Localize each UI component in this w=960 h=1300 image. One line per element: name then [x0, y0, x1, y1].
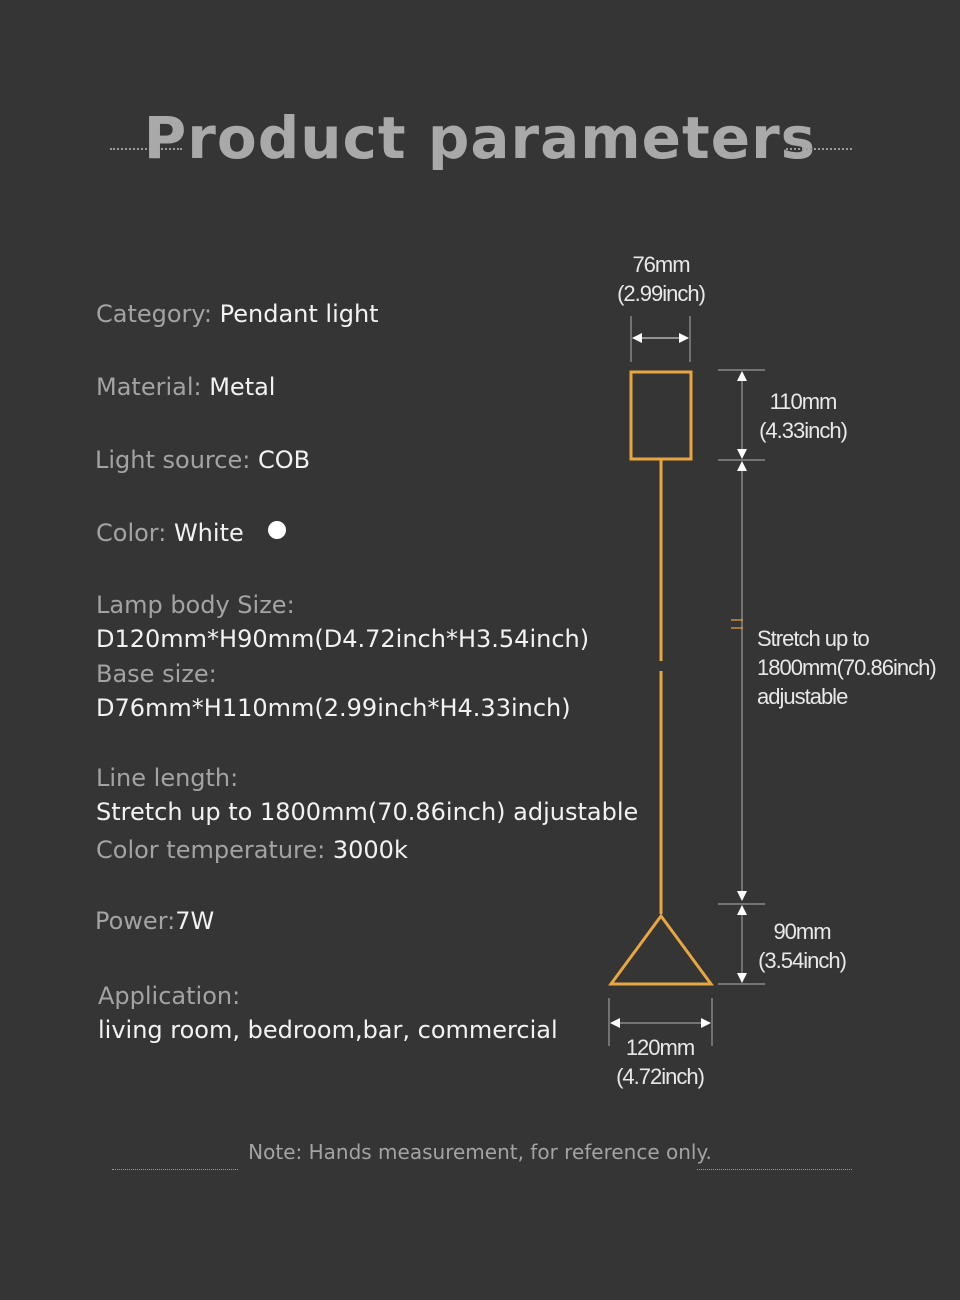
- spec-label: Color temperature:: [96, 836, 333, 864]
- spec-label: Power:: [95, 907, 176, 935]
- spec-label: Category:: [96, 300, 220, 328]
- footnote: Note: Hands measurement, for reference o…: [248, 1140, 712, 1164]
- spec-label: Material:: [96, 373, 210, 401]
- spec-light-source: Light source: COB: [95, 446, 310, 474]
- spec-label: Color:: [96, 519, 174, 547]
- base-height-inch: (4.33inch): [759, 418, 847, 443]
- spec-material: Material: Metal: [96, 373, 275, 401]
- spec-value: 7W: [175, 907, 215, 935]
- page-title: Product parameters: [143, 104, 817, 172]
- line-length-text: 1800mm(70.86inch): [757, 655, 936, 680]
- base-width-inch: (2.99inch): [617, 281, 705, 306]
- shade-width-inch: (4.72inch): [616, 1064, 704, 1089]
- spec-label: Base size:: [96, 660, 217, 688]
- spec-value: D120mm*H90mm(D4.72inch*H3.54inch): [96, 625, 590, 653]
- spec-value: White: [173, 519, 244, 547]
- base-canopy-shape: [629, 370, 693, 461]
- spec-value: COB: [257, 446, 311, 474]
- base-width-mm: 76mm: [632, 252, 689, 277]
- spec-value: D76mm*H110mm(2.99inch*H4.33inch): [96, 694, 571, 722]
- spec-value: 3000k: [332, 836, 408, 864]
- base-height-mm: 110mm: [770, 389, 837, 414]
- spec-label: Light source:: [95, 446, 258, 474]
- line-length-text: adjustable: [757, 684, 848, 709]
- spec-lamp-body-size: Lamp body Size: D120mm*H90mm(D4.72inch*H3…: [96, 591, 589, 653]
- shade-width-mm: 120mm: [626, 1035, 694, 1060]
- shade-height-mm: 90mm: [773, 919, 830, 944]
- line-length-text: Stretch up to: [757, 626, 870, 651]
- spec-value: Pendant light: [219, 300, 379, 328]
- spec-label: Lamp body Size:: [96, 591, 295, 619]
- note-divider-left: [112, 1169, 238, 1170]
- spec-value: living room, bedroom,bar, commercial: [98, 1016, 558, 1044]
- note-divider-right: [697, 1169, 852, 1170]
- spec-color: Color: White: [96, 519, 286, 547]
- color-swatch: [267, 521, 286, 539]
- spec-power: Power:7W: [95, 907, 214, 935]
- shade-height-inch: (3.54inch): [758, 948, 846, 973]
- spec-value: Metal: [209, 373, 276, 401]
- spec-line-length: Line length: Stretch up to 1800mm(70.86in…: [96, 764, 638, 826]
- spec-value: Stretch up to 1800mm(70.86inch) adjustab…: [96, 798, 639, 826]
- lamp-shade-shape: [608, 913, 714, 986]
- spec-category: Category: Pendant light: [96, 300, 379, 328]
- spec-base-size: Base size: D76mm*H110mm(2.99inch*H4.33inc…: [96, 660, 571, 722]
- spec-color-temperature: Color temperature: 3000k: [96, 836, 408, 864]
- spec-label: Line length:: [96, 764, 239, 792]
- spec-label: Application:: [98, 982, 241, 1010]
- spec-application: Application: living room, bedroom,bar, co…: [98, 982, 558, 1044]
- title-divider-right: [786, 148, 852, 150]
- title-divider-left: [110, 148, 182, 150]
